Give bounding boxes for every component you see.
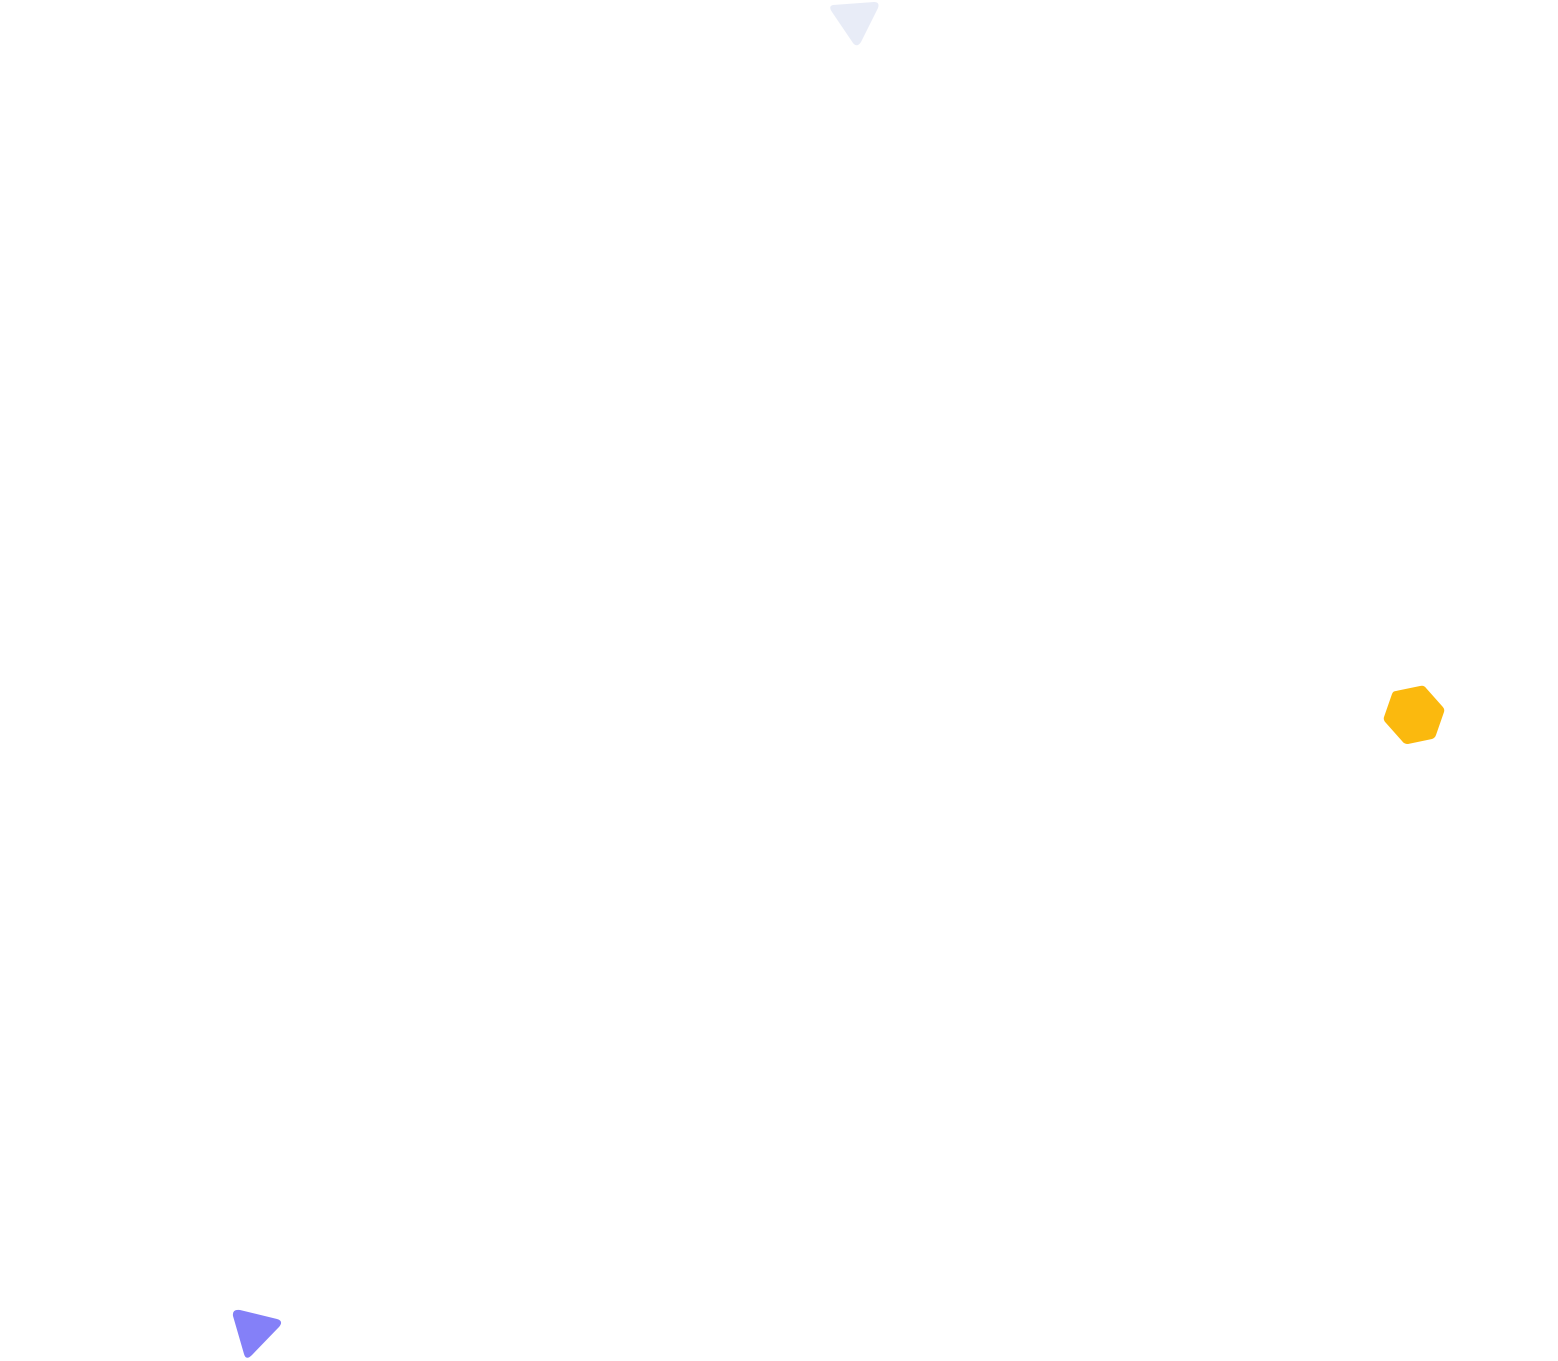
purple-triangle-shape	[232, 1309, 282, 1358]
pale-triangle-shape	[830, 2, 879, 46]
pale-triangle-path	[830, 2, 879, 46]
yellow-hexagon-path	[1383, 685, 1445, 744]
yellow-hexagon-shape	[1383, 685, 1445, 744]
purple-triangle-path	[232, 1309, 282, 1358]
